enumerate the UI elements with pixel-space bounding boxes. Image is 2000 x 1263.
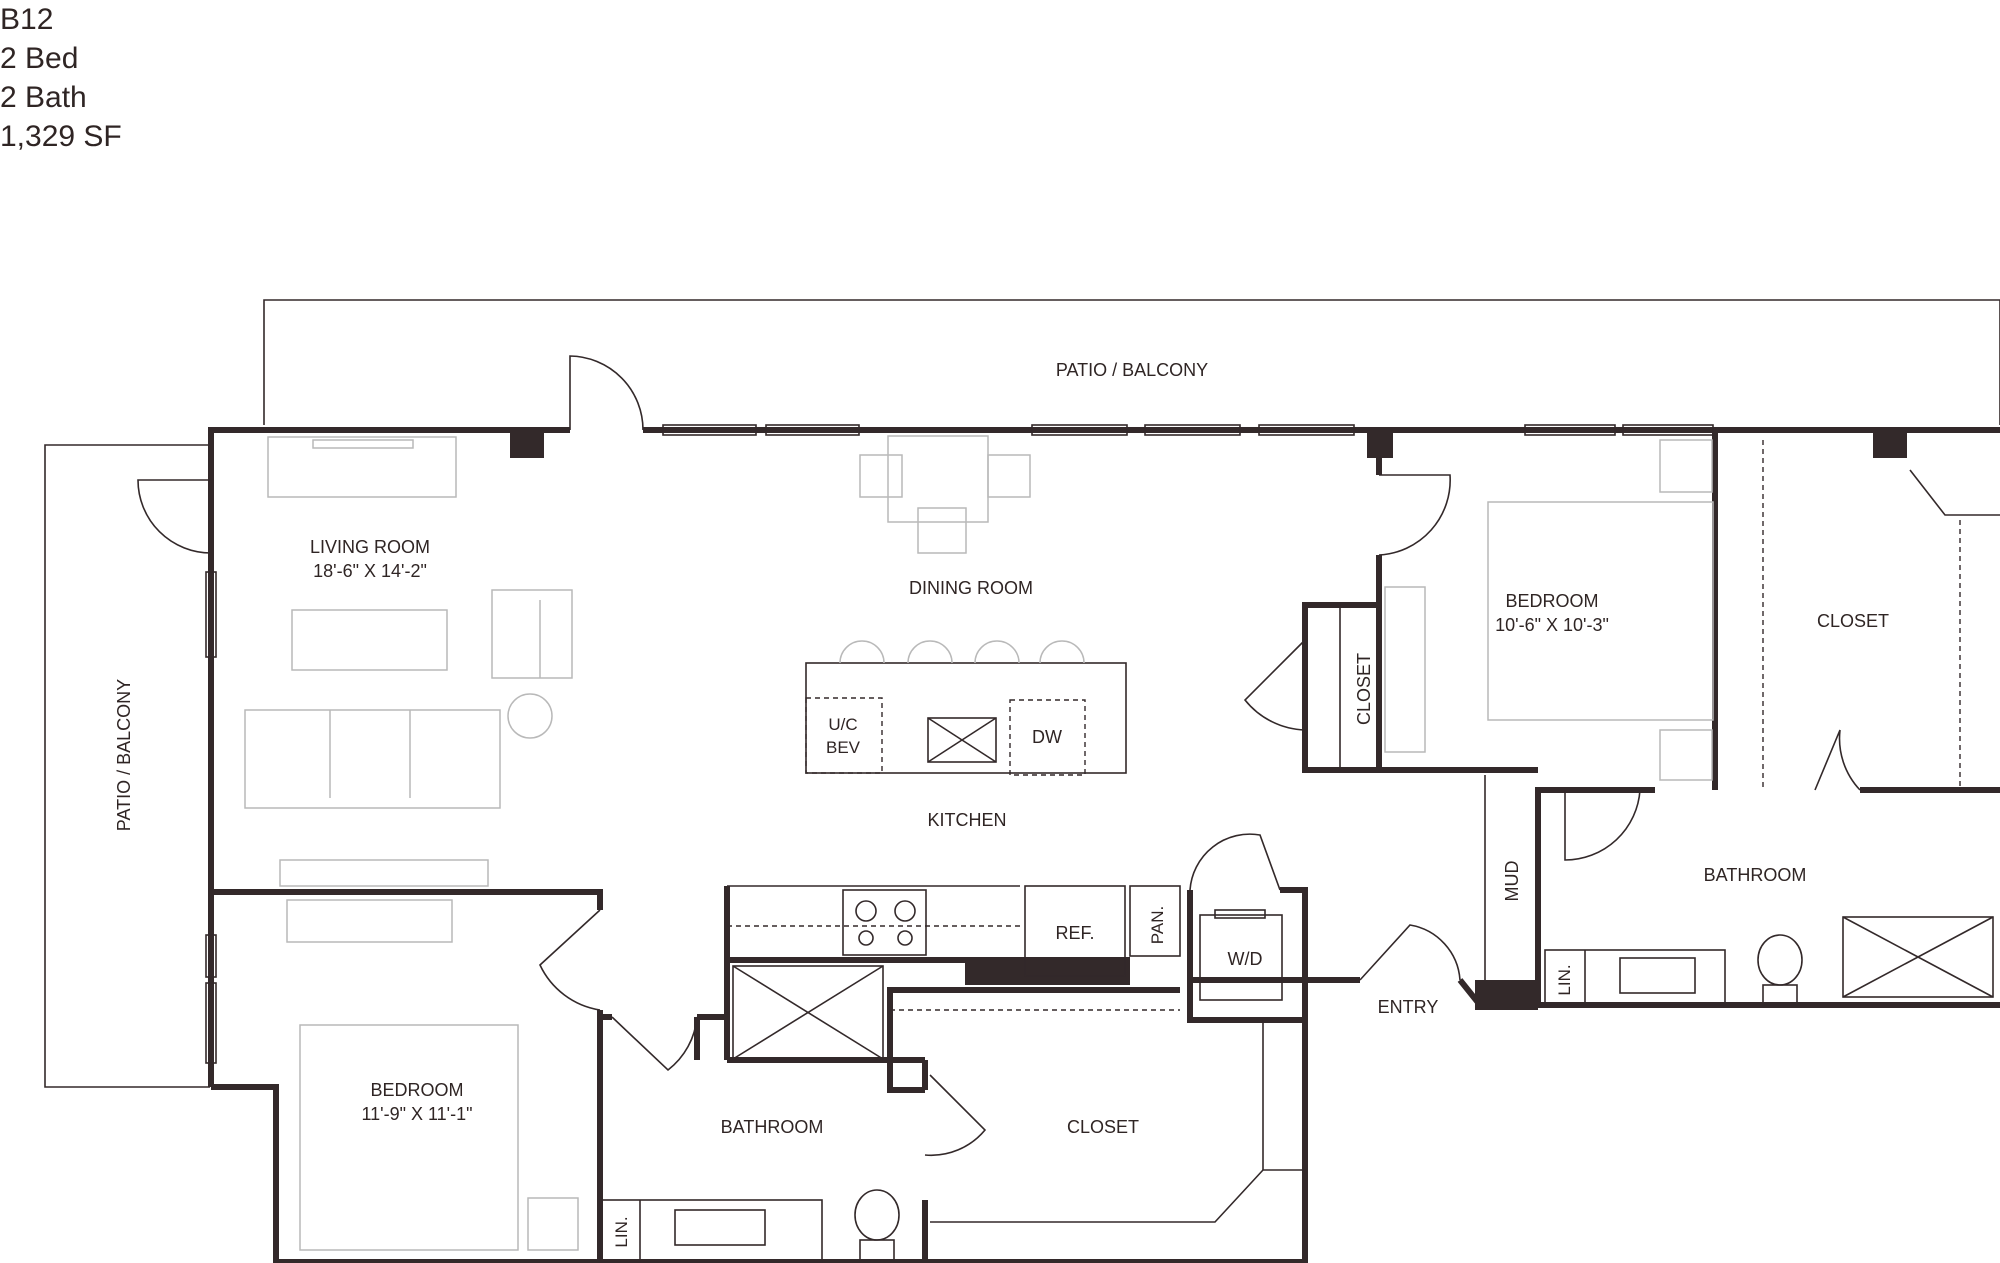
bedroom-right-furniture [1384, 439, 1714, 781]
label-bedroom-right: BEDROOM [1505, 591, 1598, 611]
living-furniture [244, 436, 573, 887]
label-pan: PAN. [1148, 906, 1167, 944]
label-bedroom-right-dims: 10'-6" X 10'-3" [1495, 615, 1609, 635]
label-closet-small: CLOSET [1354, 653, 1374, 725]
doors [137, 355, 1861, 1157]
label-uc: U/C [828, 715, 857, 734]
laundry [1199, 909, 1283, 1001]
label-wd: W/D [1228, 949, 1263, 969]
label-entry: ENTRY [1378, 997, 1439, 1017]
label-closet-right: CLOSET [1817, 611, 1889, 631]
shower-right [1842, 916, 1994, 998]
unit-beds: 2 Bed [0, 42, 79, 75]
label-living-room: LIVING ROOM [310, 537, 430, 557]
label-dining-room: DINING ROOM [909, 578, 1033, 598]
label-patio-top: PATIO / BALCONY [1056, 360, 1208, 380]
unit-area: 1,329 SF [0, 120, 122, 153]
patio-top [263, 299, 2000, 425]
room-labels: PATIO / BALCONY PATIO / BALCONY LIVING R… [114, 360, 1889, 1248]
label-living-room-dims: 18'-6" X 14'-2" [313, 561, 427, 581]
label-bathroom-right: BATHROOM [1704, 865, 1807, 885]
unit-info: B12 2 Bed 2 Bath 1,329 SF [0, 0, 122, 156]
label-dw: DW [1032, 727, 1062, 747]
label-lin-right: LIN. [1555, 964, 1574, 995]
label-bev: BEV [826, 738, 861, 757]
label-ref: REF. [1055, 923, 1094, 943]
shower-left [732, 965, 884, 1060]
bathroom-right-fixtures [1544, 934, 1803, 1006]
columns [510, 430, 1907, 1010]
patio-left [44, 444, 210, 1088]
label-mud: MUD [1502, 861, 1522, 902]
windows [205, 424, 1714, 1064]
unit-name: B12 [0, 3, 54, 36]
label-patio-left: PATIO / BALCONY [114, 679, 134, 831]
label-bedroom-left-dims: 11'-9" X 11'-1" [361, 1104, 472, 1124]
kitchen-counter [727, 885, 1181, 977]
closets [890, 440, 2000, 1223]
label-bedroom-left: BEDROOM [370, 1080, 463, 1100]
kitchen-island [805, 640, 1127, 776]
label-kitchen: KITCHEN [927, 810, 1006, 830]
dining-furniture [859, 435, 1031, 554]
bedroom-left-furniture [286, 899, 579, 1251]
label-closet-bottom: CLOSET [1067, 1117, 1139, 1137]
walls [208, 427, 2000, 1263]
bathroom-left-fixtures [599, 1189, 900, 1263]
label-lin-left: LIN. [612, 1216, 631, 1247]
label-bathroom-left: BATHROOM [721, 1117, 824, 1137]
unit-baths: 2 Bath [0, 81, 87, 114]
